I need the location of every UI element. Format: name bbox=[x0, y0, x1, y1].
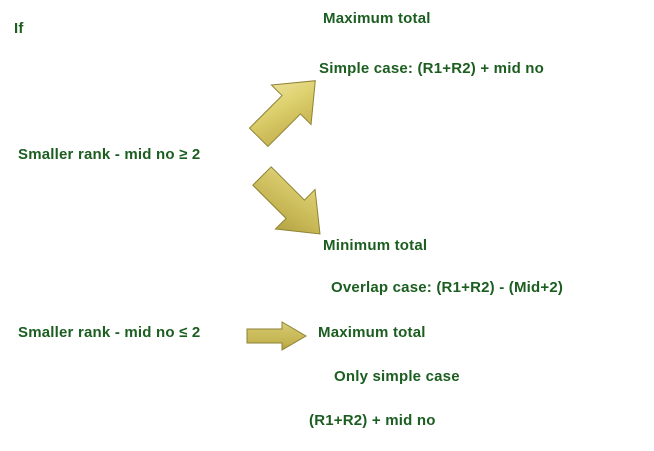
maximum-total-bottom-label: Maximum total bbox=[318, 324, 426, 341]
condition-greater-equal-label: Smaller rank - mid no ≥ 2 bbox=[18, 146, 201, 163]
arrow-right-icon bbox=[246, 320, 308, 352]
if-label: If bbox=[14, 20, 24, 37]
minimum-total-label: Minimum total bbox=[323, 237, 428, 254]
maximum-total-top-label: Maximum total bbox=[323, 10, 431, 27]
overlap-case-formula-label: Overlap case: (R1+R2) - (Mid+2) bbox=[331, 279, 564, 296]
simple-case-formula-label: Simple case: (R1+R2) + mid no bbox=[319, 60, 545, 77]
result-formula-label: (R1+R2) + mid no bbox=[309, 412, 436, 429]
only-simple-case-label: Only simple case bbox=[334, 368, 460, 385]
arrow-up-right-icon bbox=[243, 68, 331, 150]
arrow-down-right-icon bbox=[245, 163, 337, 247]
condition-less-equal-label: Smaller rank - mid no ≤ 2 bbox=[18, 324, 201, 341]
